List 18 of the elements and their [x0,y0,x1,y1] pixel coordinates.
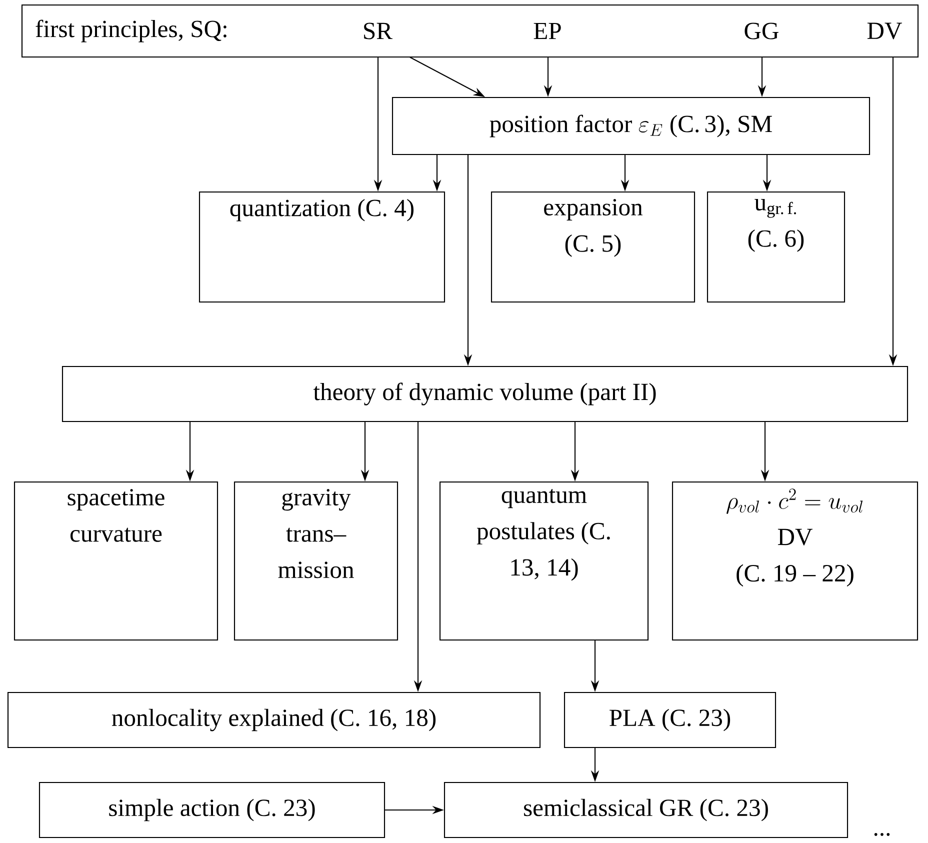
concept-box: $\text{u}_{\text{gr.\,f.}}$ (C. 6) [706,191,846,303]
principle-label: SR [364,22,392,40]
principle-label: DV [867,22,902,40]
concept-box: quantum postulates (C. 13, 14) [439,481,649,641]
ellipsis: ... [874,832,890,836]
principle-label: GG [744,22,778,40]
concept-box: $\rho_{vol}\cdot c^2=u_{vol}$ DV (C. 19 – 22) [672,481,918,641]
principle-label: EP [534,22,561,40]
concept-box: $\text{position factor }\varepsilon_E\text{ (C.\,3), SM}$ [392,96,870,156]
concept-box: simple action (C. 23) [38,782,386,838]
concept-box: semiclassical GR (C. 23) [444,782,848,838]
concept-box: PLA (C. 23) [564,692,776,748]
concept-box: quantization (C. 4) [198,191,446,303]
concept-box: expansion (C. 5) [490,191,696,303]
concept-box: theory of dynamic volume (part II) [62,366,908,422]
concept-box: gravity trans– mission [234,481,398,641]
concept-box: nonlocality explained (C. 16, 18) [7,692,541,748]
concept-box: spacetime curvature [14,481,218,641]
